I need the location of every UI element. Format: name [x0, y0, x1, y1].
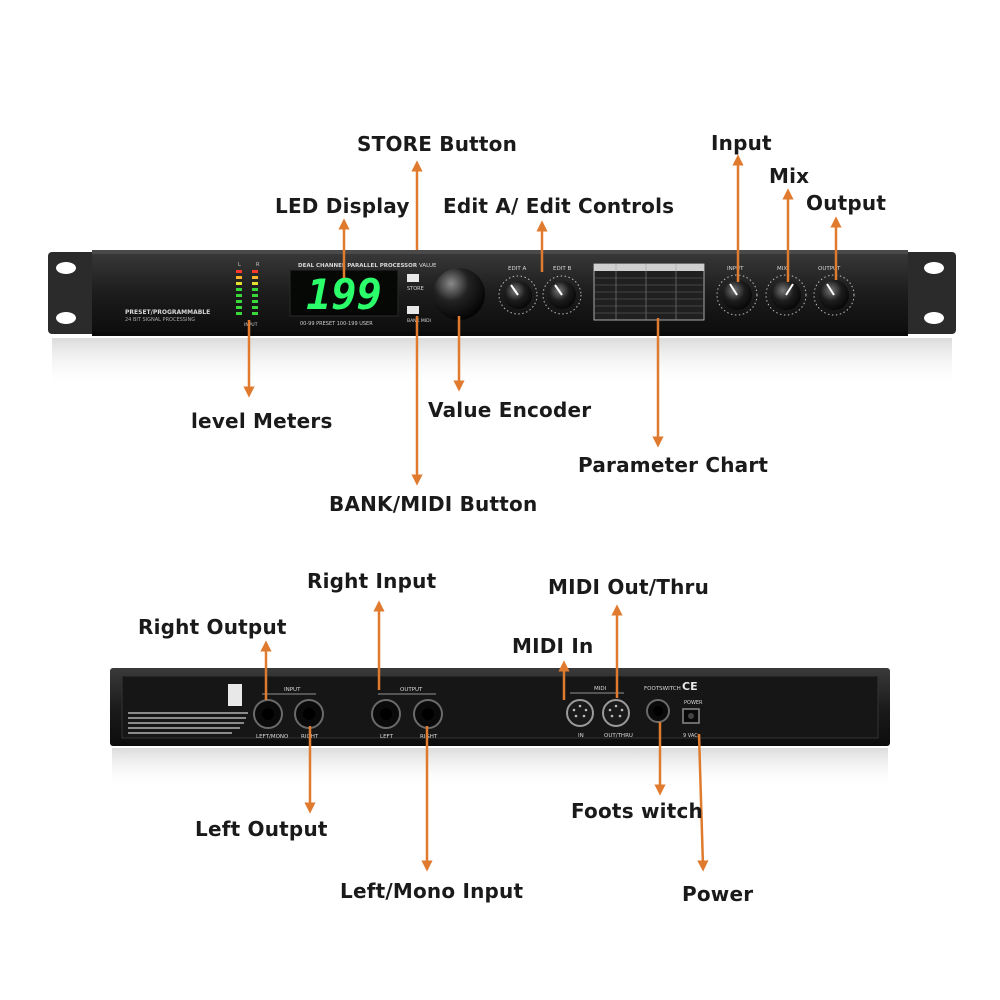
right-output-jack-label: RIGHT [420, 734, 438, 740]
footswitch-label: FOOTSWITCH [644, 686, 681, 692]
rear-input-group-label: INPUT [284, 687, 301, 693]
callout-left-mono-input: Left/Mono Input [340, 879, 524, 903]
midi-group-label: MIDI [594, 686, 607, 692]
callout-right-input: Right Input [307, 569, 437, 593]
bank-label: BANK MIDI [407, 318, 431, 324]
callout-arrows [243, 154, 842, 872]
callout-store-button: STORE Button [357, 132, 518, 156]
left-output-jack[interactable] [371, 699, 401, 729]
output-knob[interactable] [813, 274, 855, 316]
rear-reflection [112, 748, 888, 788]
callout-level-meters: level Meters [191, 409, 333, 433]
callout-power: Power [682, 882, 754, 906]
rack-hole [924, 262, 944, 274]
input-knob[interactable] [716, 274, 758, 316]
callout-output: Output [806, 191, 887, 215]
midi-out-label: OUT/THRU [604, 733, 633, 739]
edit-b-knob[interactable] [542, 275, 582, 315]
power-label: POWER [684, 700, 703, 706]
front-panel: PRESET/PROGRAMMABLE 24 BIT SIGNAL PROCES… [48, 250, 956, 388]
brand-line-1: PRESET/PROGRAMMABLE [125, 309, 210, 316]
left-mono-input-jack[interactable] [253, 699, 283, 729]
callout-right-output: Right Output [138, 615, 287, 639]
power-connector[interactable] [682, 708, 700, 724]
bank-midi-button[interactable] [407, 306, 419, 314]
rack-hole [56, 262, 76, 274]
ce-mark: CE [682, 680, 698, 693]
callout-footswitch: Foots witch [571, 799, 703, 823]
callout-parameter-chart: Parameter Chart [578, 453, 769, 477]
level-meters: L R INPUT [236, 262, 260, 328]
brand-line-2: 24 BIT SIGNAL PROCESSING [125, 317, 195, 323]
callout-value-encoder: Value Encoder [428, 398, 592, 422]
rack-hole [56, 312, 76, 324]
edit-a-label: EDIT A [508, 266, 526, 272]
input-knob-label: INPUT [727, 266, 744, 272]
front-reflection [52, 338, 952, 388]
display-digits: 199 [306, 270, 382, 319]
warning-label [228, 684, 242, 706]
rear-output-group-label: OUTPUT [400, 687, 423, 693]
processor-title: DEAL CHANNEL PARALLEL PROCESSOR [298, 263, 418, 269]
edit-b-label: EDIT B [553, 266, 571, 272]
right-output-jack[interactable] [413, 699, 443, 729]
right-input-jack[interactable] [294, 699, 324, 729]
meter-left-label: L [238, 262, 241, 268]
footswitch-jack[interactable] [646, 699, 670, 723]
callout-midi-in: MIDI In [512, 634, 594, 658]
arrow-power [697, 733, 709, 872]
meter-right-label: R [256, 262, 260, 268]
voltage-label: 9 VAC [683, 733, 698, 739]
callout-led-display: LED Display [275, 194, 410, 218]
midi-in-port[interactable] [566, 699, 594, 727]
callout-edit-controls: Edit A/ Edit Controls [443, 194, 675, 218]
store-label: STORE [407, 286, 424, 292]
mix-knob-label: MIX [777, 266, 787, 272]
store-button[interactable] [407, 274, 419, 282]
led-display: 199 [289, 269, 399, 319]
preset-caption: 00-99 PRESET 100-199 USER [300, 321, 373, 327]
left-output-jack-label: LEFT [380, 734, 394, 740]
midi-in-label: IN [578, 733, 584, 739]
parameter-chart [593, 263, 705, 321]
mix-knob[interactable] [765, 274, 807, 316]
callout-left-output: Left Output [195, 817, 328, 841]
value-encoder[interactable] [433, 268, 485, 320]
midi-out-thru-port[interactable] [602, 699, 630, 727]
rear-panel: INPUT LEFT/MONO RIGHT OUTPUT LEFT RIGHT … [110, 668, 890, 788]
rack-hole [924, 312, 944, 324]
callout-bank-midi-button: BANK/MIDI Button [329, 492, 538, 516]
meter-caption: INPUT [244, 322, 258, 328]
value-label: VALUE [419, 263, 437, 269]
left-mono-jack-label: LEFT/MONO [256, 734, 289, 740]
edit-a-knob[interactable] [498, 275, 538, 315]
callout-input: Input [711, 131, 772, 155]
callout-midi-out-thru: MIDI Out/Thru [548, 575, 710, 599]
output-knob-label: OUTPUT [818, 266, 841, 272]
callout-mix: Mix [769, 164, 810, 188]
